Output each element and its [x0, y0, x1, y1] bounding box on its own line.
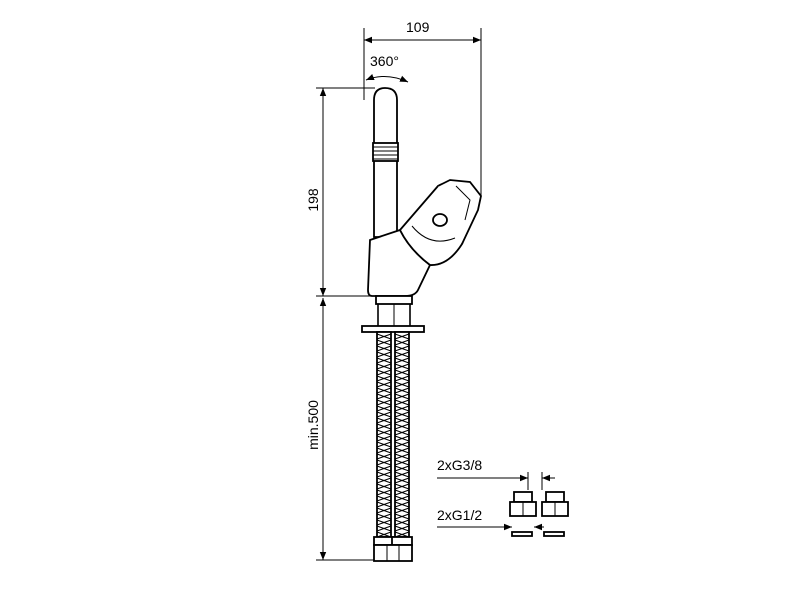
braided-hoses — [373, 331, 413, 562]
thread-small-label: 2xG3/8 — [437, 457, 482, 473]
rotation-label: 360° — [370, 53, 399, 69]
adapter-detail: 2xG3/8 2xG1/2 — [437, 457, 569, 537]
rotation-indicator: 360° — [365, 53, 409, 83]
faucet-body — [367, 87, 482, 297]
height-dimension: 198 — [305, 87, 375, 297]
hose-length-label: min.500 — [305, 400, 321, 450]
thread-large-label: 2xG1/2 — [437, 507, 482, 523]
mounting-shank — [361, 295, 425, 333]
height-label: 198 — [305, 188, 321, 212]
width-dimension: 109 — [363, 19, 482, 195]
hose-length-dimension: min.500 — [305, 298, 378, 561]
width-label: 109 — [406, 19, 430, 35]
